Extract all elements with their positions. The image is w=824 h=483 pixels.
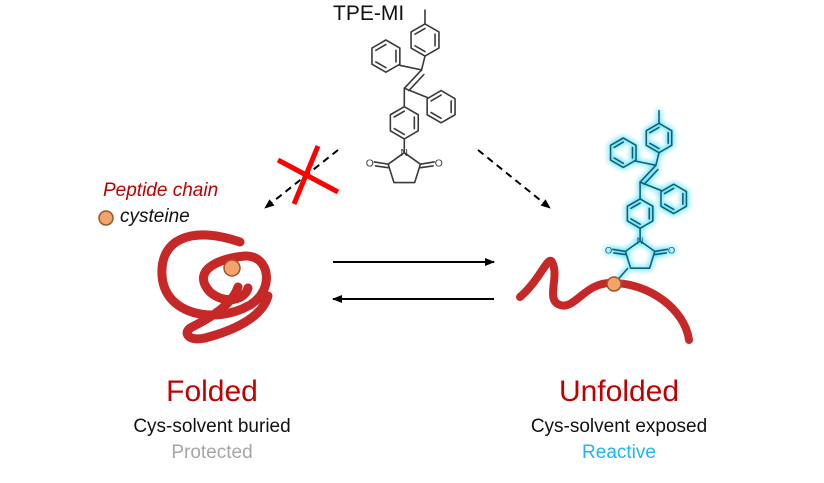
- cysteine-legend-icon: [98, 210, 114, 226]
- svg-text:O: O: [605, 246, 612, 257]
- folded-status-label: Protected: [171, 442, 253, 463]
- unfolded-state-label: Cys-solvent exposed: [530, 416, 708, 437]
- svg-text:O: O: [366, 159, 374, 170]
- folded-peptide-chain: [157, 230, 271, 320]
- svg-text:N: N: [637, 236, 644, 247]
- cysteine-buried: [223, 259, 241, 277]
- unfolded-status-label: Reactive: [582, 442, 656, 463]
- svg-text:N: N: [401, 148, 408, 159]
- blocked-approach-arrow: [264, 149, 339, 209]
- x-mark-icon: [276, 145, 340, 205]
- svg-text:O: O: [668, 246, 675, 257]
- tpe-mi-structure-icon: O O N: [366, 9, 456, 184]
- reactive-approach-arrow: [477, 149, 551, 209]
- cysteine-legend-label: cysteine: [120, 206, 190, 227]
- unfolded-peptide-chain: [516, 256, 693, 344]
- unfolded-title: Unfolded: [558, 375, 680, 408]
- svg-text:O: O: [435, 159, 443, 170]
- peptide-chain-legend-label: Peptide chain: [103, 180, 219, 201]
- tpe-mi-label: TPE-MI: [333, 2, 405, 25]
- folded-title: Folded: [166, 375, 258, 408]
- folded-peptide-loop: [182, 282, 273, 344]
- cysteine-exposed: [606, 276, 622, 292]
- folded-state-label: Cys-solvent buried: [133, 416, 291, 437]
- equilibrium-arrows-icon: [332, 258, 495, 303]
